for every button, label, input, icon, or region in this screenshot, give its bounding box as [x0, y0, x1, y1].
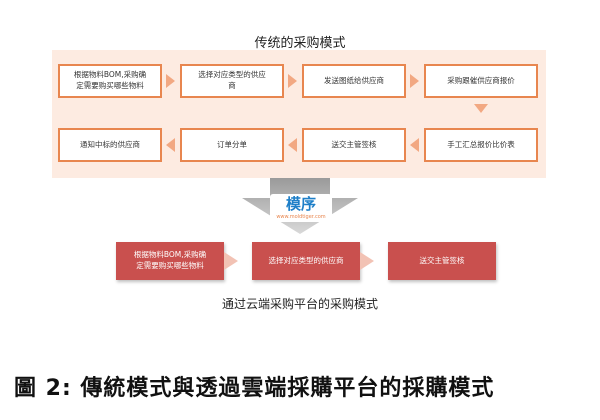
step-select-supplier-box: 选择对应类型的供应 商	[180, 64, 284, 98]
cloud-step-bom-box: 根据物料BOM,采购确 定需要购买哪些物料	[116, 242, 224, 280]
logo-text: 模序	[285, 194, 316, 213]
step-approval-box: 送交主管签核	[302, 128, 406, 162]
left-arrow-icon	[166, 138, 175, 152]
step-split-order-box: 订单分单	[180, 128, 284, 162]
right-arrow-icon	[166, 74, 175, 88]
step-compare-table-box: 手工汇总报价比价表	[424, 128, 538, 162]
traditional-flow-panel: 根据物料BOM,采购确 定需要购买哪些物料 选择对应类型的供应 商 发送图纸给供…	[52, 50, 546, 178]
left-arrow-icon	[288, 138, 297, 152]
cloud-step-approval-box: 送交主管签核	[388, 242, 496, 280]
right-arrow-icon	[410, 74, 419, 88]
step-send-drawings-box: 发送图纸给供应商	[302, 64, 406, 98]
traditional-title: 传统的采购模式	[254, 36, 346, 51]
right-arrow-icon	[224, 252, 238, 270]
down-arrow-icon	[474, 104, 488, 113]
right-arrow-icon	[288, 74, 297, 88]
step-notify-winner-box: 通知中标的供应商	[58, 128, 162, 162]
figure-caption: 圖 2: 傳統模式與透過雲端採購平台的採購模式	[14, 376, 495, 401]
step-bom-box: 根据物料BOM,采购确 定需要购买哪些物料	[58, 64, 162, 98]
left-arrow-icon	[410, 138, 419, 152]
logo-url: www.moldtiger.com	[276, 213, 326, 220]
cloud-title: 通过云端采购平台的采购模式	[221, 297, 378, 311]
cloud-step-select-supplier-box: 选择对应类型的供应商	[252, 242, 360, 280]
moxu-logo: 模序 www.moldtiger.com	[270, 194, 332, 222]
step-follow-quote-box: 采购跟催供应商报价	[424, 64, 538, 98]
right-arrow-icon	[360, 252, 374, 270]
